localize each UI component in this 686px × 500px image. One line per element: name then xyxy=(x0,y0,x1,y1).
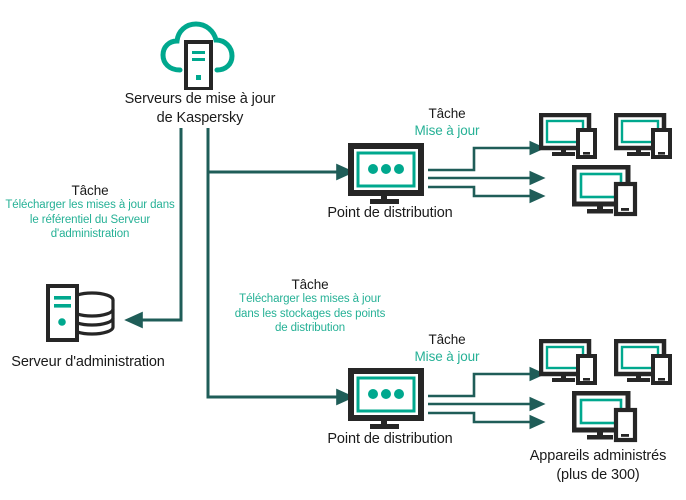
cloud-server-icon xyxy=(158,18,238,91)
line-cloud-to-dp-top xyxy=(206,128,355,181)
distribution-point-bottom-label: Point de distribution xyxy=(327,431,453,447)
task-update-top-title: Tâche xyxy=(428,106,466,121)
task-update-bottom-body: Mise à jour xyxy=(414,349,480,364)
monitor-phone-icon xyxy=(571,390,640,446)
line-cloud-to-dp-bottom xyxy=(206,172,355,406)
kaspersky-update-servers-label: Serveurs de mise à jour de Kaspersky xyxy=(124,91,276,126)
distribution-point-top-label: Point de distribution xyxy=(327,205,453,221)
line-cloud-to-admin-server xyxy=(124,128,183,329)
line-dp-bottom-device-1 xyxy=(428,366,546,398)
task-download-repository-body: Télécharger les mises à jour dans le réf… xyxy=(5,199,175,240)
line-dp-top-device-1 xyxy=(428,140,546,172)
task-update-top-body: Mise à jour xyxy=(414,123,480,138)
monitor-phone-icon xyxy=(538,112,599,163)
line-dp-top-device-3 xyxy=(428,185,546,204)
administration-server-label: Serveur d'administration xyxy=(11,354,165,370)
monitor-phone-icon xyxy=(613,112,674,163)
line-dp-bottom-device-3 xyxy=(428,411,546,430)
managed-devices-label: Appareils administrés (plus de 300) xyxy=(529,448,667,483)
monitor-phone-icon xyxy=(538,338,599,389)
task-update-bottom-title: Tâche xyxy=(428,332,466,347)
task-download-dp-body: Télécharger les mises à jour dans les st… xyxy=(234,293,386,334)
monitor-phone-icon xyxy=(571,164,640,220)
task-download-dp-title: Tâche xyxy=(291,277,329,292)
monitor-dots-icon xyxy=(348,143,428,207)
monitor-phone-icon xyxy=(613,338,674,389)
monitor-dots-icon xyxy=(348,368,428,432)
server-database-icon xyxy=(42,282,126,344)
task-download-repository-title: Tâche xyxy=(71,183,109,198)
